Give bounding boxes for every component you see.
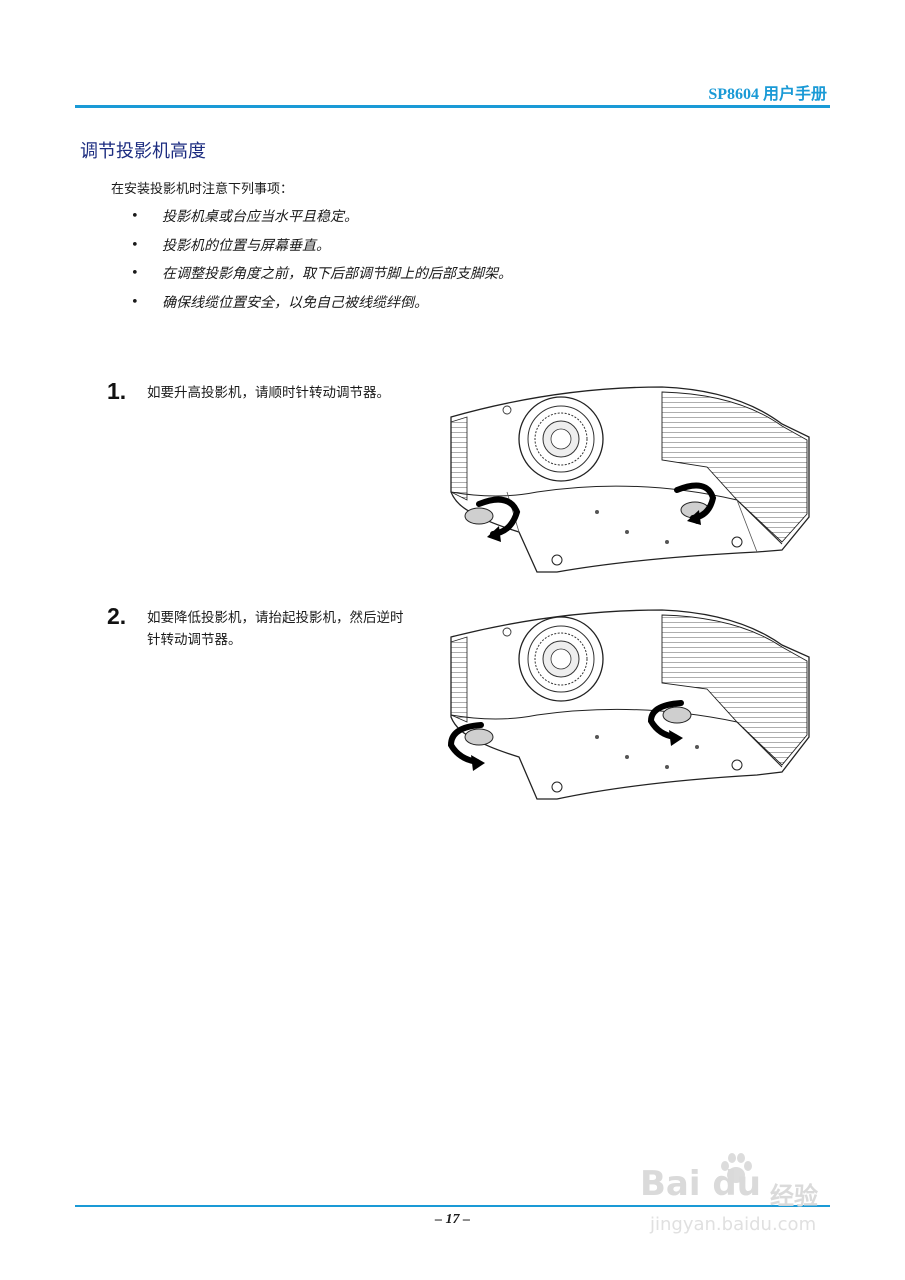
- intro-text: 在安装投影机时注意下列事项：: [111, 182, 294, 197]
- notes-list: • 投影机桌或台应当水平且稳定。 • 投影机的位置与屏幕垂直。 • 在调整投影角度之前…: [111, 206, 512, 320]
- footer-rule: [75, 1205, 830, 1207]
- projector-lower-illustration: [447, 609, 810, 800]
- bullet-icon: •: [131, 237, 139, 253]
- header-rule: [75, 105, 830, 108]
- list-item: • 投影机的位置与屏幕垂直。: [111, 235, 512, 264]
- clockwise-arrow-icon: [674, 482, 717, 525]
- step-number: 2.: [107, 603, 127, 629]
- step-number: 1.: [107, 378, 127, 404]
- watermark-brand: Bai du: [640, 1164, 761, 1204]
- note-text: 确保线缆位置安全，以免自己被线缆绊倒。: [162, 294, 428, 311]
- step-text: 如要升高投影机，请顺时针转动调节器。: [147, 385, 390, 401]
- page-number: – 17 –: [435, 1212, 470, 1227]
- list-item: • 投影机桌或台应当水平且稳定。: [111, 206, 512, 235]
- note-text: 投影机桌或台应当水平且稳定。: [162, 209, 358, 225]
- counterclockwise-arrow-icon: [647, 700, 684, 746]
- list-item: • 确保线缆位置安全，以免自己被线缆绊倒。: [111, 292, 512, 321]
- list-item: • 在调整投影角度之前，取下后部调节脚上的后部支脚架。: [111, 263, 512, 292]
- bullet-icon: •: [131, 209, 139, 224]
- counterclockwise-arrow-icon: [447, 722, 485, 771]
- baidu-paw-icon: [721, 1153, 752, 1183]
- clockwise-arrow-icon: [476, 496, 521, 542]
- bullet-icon: •: [131, 266, 139, 281]
- header-title: SP8604 用户手册: [708, 86, 827, 103]
- bullet-icon: •: [131, 294, 139, 310]
- note-text: 在调整投影角度之前，取下后部调节脚上的后部支脚架。: [162, 266, 512, 282]
- watermark-url: jingyan.baidu.com: [650, 1214, 817, 1235]
- projector-raise-illustration: [450, 386, 810, 573]
- watermark-tag: 经验: [770, 1182, 818, 1210]
- note-text: 投影机的位置与屏幕垂直。: [162, 237, 330, 254]
- watermark: Bai du 经验 jingyan.baidu.com: [640, 1148, 855, 1248]
- section-title: 调节投影机高度: [80, 141, 206, 162]
- step-text: 如要降低投影机，请抬起投影机，然后逆时针转动调节器。: [147, 610, 404, 648]
